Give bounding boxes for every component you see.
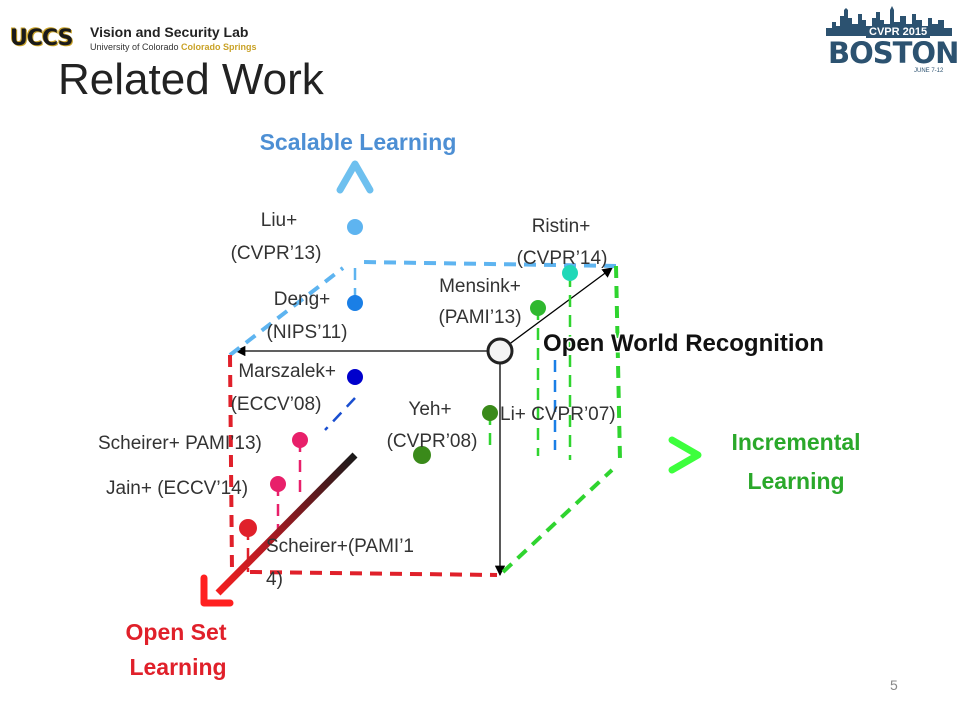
- point-marszalek: [347, 369, 363, 385]
- label-liu-line1: Liu+: [261, 210, 297, 231]
- label-scalable-learning: Scalable Learning: [260, 129, 457, 155]
- lab-name: Vision and Security Lab: [90, 24, 249, 40]
- point-scheirer14: [239, 519, 257, 537]
- label-scheirer14-line2: 4): [266, 569, 283, 590]
- cvpr-boston-logo: CVPR 2015 BOSTON JUNE 7-12: [826, 6, 959, 76]
- label-open-set-line2: Learning: [129, 654, 226, 680]
- point-jain: [270, 476, 286, 492]
- point-yeh: [413, 446, 431, 464]
- point-scheirer13: [292, 432, 308, 448]
- label-jain: Jain+ (ECCV’14): [106, 478, 248, 499]
- event-dates: JUNE 7-12: [914, 68, 944, 74]
- city-name: BOSTON: [828, 36, 959, 70]
- point-ristin: [562, 265, 578, 281]
- university-name: University of Colorado Colorado Springs: [90, 42, 257, 52]
- label-ristin-line2: (CVPR’14): [517, 248, 608, 269]
- cvpr-event-badge: CVPR 2015: [866, 26, 931, 38]
- label-li: Li+ CVPR’07): [500, 404, 616, 425]
- label-scheirer14-line1: Scheirer+(PAMI’1: [266, 536, 414, 557]
- uccs-logo-mark: UCCS: [10, 26, 73, 51]
- label-marszalek-line2: (ECCV’08): [231, 394, 322, 415]
- point-open-world-origin: [486, 337, 514, 365]
- point-liu: [347, 219, 363, 235]
- label-open-world-recognition: Open World Recognition: [543, 330, 824, 357]
- label-incremental-line2: Learning: [747, 468, 844, 494]
- label-mensink-line2: (PAMI’13): [438, 307, 521, 328]
- label-yeh-line1: Yeh+: [408, 399, 451, 420]
- label-mensink-line1: Mensink+: [439, 276, 521, 297]
- diagonal-axis-open-set: [200, 452, 358, 607]
- uccs-vision-security-lab-logo: UCCS Vision and Security Lab University …: [10, 22, 257, 56]
- label-incremental-line1: Incremental: [731, 429, 860, 455]
- page-number: 5: [890, 677, 898, 693]
- point-mensink: [530, 300, 546, 316]
- label-yeh-line2: (CVPR’08): [387, 431, 478, 452]
- point-li: [482, 405, 498, 421]
- label-deng-line2: (NIPS’11): [267, 322, 348, 343]
- slide-title: Related Work: [58, 55, 324, 104]
- label-deng-line1: Deng+: [274, 289, 331, 310]
- label-ristin-line1: Ristin+: [532, 216, 591, 237]
- label-marszalek-line1: Marszalek+: [238, 361, 336, 382]
- point-deng: [347, 295, 363, 311]
- label-open-set-line1: Open Set: [126, 619, 227, 645]
- label-scheirer13: Scheirer+ PAMI’13): [98, 433, 262, 454]
- horizontal-axis-incremental: [355, 436, 702, 474]
- label-liu-line2: (CVPR’13): [231, 243, 322, 264]
- work-points: [239, 219, 578, 537]
- reference-box-lines: [234, 267, 613, 577]
